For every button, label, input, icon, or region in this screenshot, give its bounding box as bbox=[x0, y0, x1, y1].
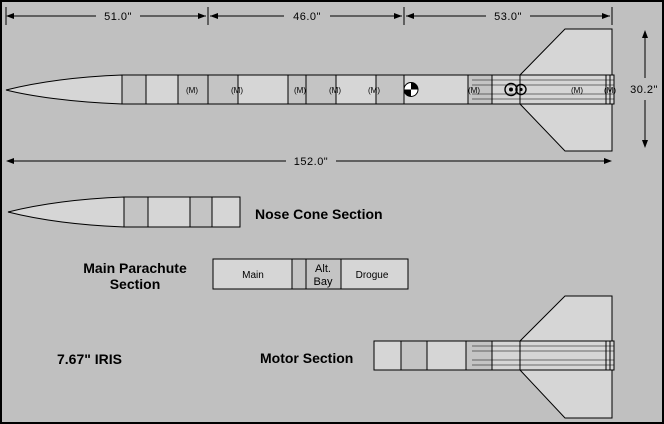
arrow-right-icon bbox=[198, 13, 206, 19]
nose-shoulder bbox=[121, 74, 147, 105]
mass-marker: (M) bbox=[604, 86, 616, 95]
motor-section-label: Motor Section bbox=[260, 350, 353, 366]
top-dimension-lines: 51.0" 46.0" 53.0" bbox=[5, 7, 613, 25]
coupler-band bbox=[207, 74, 239, 105]
coupler-band bbox=[305, 74, 337, 105]
full-rocket: (M) (M) (M) (M) (M) (M) (M) (M) bbox=[5, 28, 616, 152]
nose-coupler bbox=[189, 196, 213, 228]
main-parachute-section: Main Parachute Section Main Alt. Bay Dro… bbox=[83, 258, 409, 292]
arrow-up-icon bbox=[642, 30, 648, 38]
arrow-left-icon bbox=[210, 13, 218, 19]
mass-marker: (M) bbox=[186, 86, 198, 95]
arrow-left-icon bbox=[406, 13, 414, 19]
mass-marker: (M) bbox=[468, 86, 480, 95]
mass-marker: (M) bbox=[571, 86, 583, 95]
drogue-compartment-label: Drogue bbox=[356, 270, 389, 281]
mass-marker: (M) bbox=[231, 86, 243, 95]
nose-cone-section-label: Nose Cone Section bbox=[255, 206, 383, 222]
mid-length-label: 46.0" bbox=[293, 11, 321, 23]
main-parachute-label-line2: Section bbox=[110, 276, 161, 292]
total-length-label: 152.0" bbox=[294, 156, 328, 168]
rocket-name: 7.67" IRIS bbox=[57, 351, 122, 367]
nose-shoulder bbox=[123, 196, 149, 228]
motor-section: Motor Section bbox=[260, 295, 615, 419]
coupler-band bbox=[375, 74, 405, 105]
nose-cone-section: Nose Cone Section bbox=[7, 196, 383, 228]
arrow-left-icon bbox=[6, 13, 14, 19]
alt-bay-label-line2: Bay bbox=[314, 276, 333, 288]
aft-length-label: 53.0" bbox=[494, 11, 522, 23]
fin-span-dimension: 30.2" bbox=[630, 30, 658, 148]
main-parachute-label-line1: Main Parachute bbox=[83, 260, 187, 276]
fin-span-label: 30.2" bbox=[630, 84, 658, 96]
nose-length-label: 51.0" bbox=[104, 11, 132, 23]
mass-marker: (M) bbox=[368, 86, 380, 95]
mass-marker: (M) bbox=[294, 86, 306, 95]
arrow-down-icon bbox=[642, 140, 648, 148]
motor-coupler bbox=[400, 340, 428, 371]
coupler-band bbox=[177, 74, 209, 105]
cp-marker-icon bbox=[504, 82, 527, 97]
arrow-right-icon bbox=[604, 158, 612, 164]
alt-bay-label-line1: Alt. bbox=[315, 263, 331, 275]
total-length-dimension: 152.0" bbox=[6, 156, 612, 168]
cg-marker-icon bbox=[403, 82, 419, 97]
arrow-right-icon bbox=[394, 13, 402, 19]
nose-cone-part bbox=[7, 196, 125, 228]
motor-band bbox=[465, 340, 493, 371]
nose-cone bbox=[5, 74, 123, 105]
alt-bay-body bbox=[305, 258, 342, 290]
main-compartment-label: Main bbox=[242, 270, 264, 281]
mass-marker: (M) bbox=[329, 86, 341, 95]
alt-bay-collar bbox=[291, 258, 307, 290]
arrow-right-icon bbox=[602, 13, 610, 19]
arrow-left-icon bbox=[6, 158, 14, 164]
